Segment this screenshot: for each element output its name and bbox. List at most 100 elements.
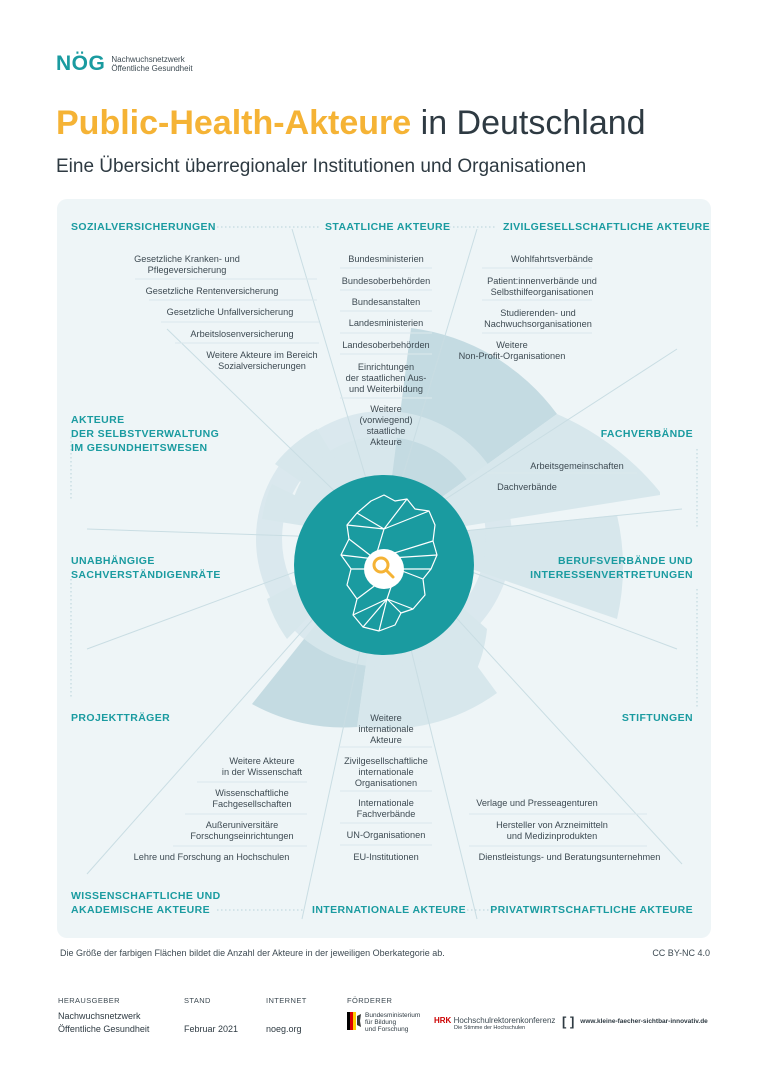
brackets-icon: [ ] <box>562 1014 575 1029</box>
meta-label: HERAUSGEBER <box>58 996 120 1005</box>
item-line: Weitere <box>370 713 402 723</box>
bmbf-logo: Bundesministerium für Bildung und Forsch… <box>347 1012 420 1033</box>
category-line: INTERESSENVERTRETUNGEN <box>530 569 693 581</box>
item-line: Fachverbände <box>356 809 416 819</box>
item-line: Arbeitslosenversicherung <box>190 329 294 339</box>
logo-text: Nachwuchsnetzwerk Öffentliche Gesundheit <box>111 55 192 73</box>
meta-value[interactable]: noeg.org <box>266 1024 302 1034</box>
category-stiftungen: STIFTUNGEN <box>621 712 693 724</box>
category-line: SACHVERSTÄNDIGENRÄTE <box>71 569 221 581</box>
item-separators <box>135 267 647 847</box>
item-line: Akteure <box>370 735 402 745</box>
hrk-name: Hochschulrektorenkonferenz <box>453 1016 556 1025</box>
item-line: Weitere Akteure im Bereich <box>206 350 318 360</box>
item-line: Lehre und Forschung an Hochschulen <box>133 852 290 862</box>
bmbf-line: und Forschung <box>365 1026 409 1033</box>
license: CC BY-NC 4.0 <box>652 948 710 958</box>
title-highlight: Public-Health-Akteure <box>56 104 412 142</box>
category-privatwirtschaftliche-akteure: PRIVATWIRTSCHAFTLICHE AKTEURE <box>490 904 693 916</box>
item-line: staatliche <box>366 426 406 436</box>
item-sozialversicherung: Arbeitslosenversicherung <box>167 329 317 340</box>
category-fachverbaende: FACHVERBÄNDE <box>600 428 693 440</box>
item-line: Bundesanstalten <box>351 297 421 307</box>
category-internationale-akteure: INTERNATIONALE AKTEURE <box>312 904 467 916</box>
category-line: IM GESUNDHEITSWESEN <box>71 442 208 454</box>
item-line: Arbeitsgemeinschaften <box>530 461 624 471</box>
item-line: Weitere Akteure <box>229 756 295 766</box>
category-line: UNABHÄNGIGE <box>71 555 155 567</box>
item-line: Non-Profit-Organisationen <box>458 351 566 361</box>
item-line: EU-Institutionen <box>353 852 419 862</box>
hrk-logo: HRK Hochschulrektorenkonferenz Die Stimm… <box>434 1016 555 1032</box>
meta-herausgeber: HERAUSGEBER Nachwuchsnetzwerk Öffentlich… <box>58 996 149 1036</box>
category-line: BERUFSVERBÄNDE UND <box>558 555 693 567</box>
noeg-logo: NÖG Nachwuchsnetzwerk Öffentliche Gesund… <box>56 52 193 76</box>
bmbf-line: Bundesministerium <box>365 1012 421 1019</box>
item-line: Patient:innenverbände und <box>487 276 597 286</box>
item-zivilgesellschaft: Wohlfahrtsverbände <box>477 254 627 265</box>
item-line: Dachverbände <box>497 482 557 492</box>
item-line: Forschungseinrichtungen <box>190 831 294 841</box>
item-staatliche: Bundesanstalten <box>326 297 446 308</box>
meta-label: INTERNET <box>266 996 307 1005</box>
item-line: Landesministerien <box>348 318 424 328</box>
item-line: UN-Organisationen <box>346 830 426 840</box>
item-line: Wissenschaftliche <box>215 788 289 798</box>
radial-diagram <box>70 226 698 920</box>
item-line: Einrichtungen <box>357 362 415 372</box>
item-line: und Medizinprodukten <box>506 831 598 841</box>
item-staatliche: Landesministerien <box>326 318 446 329</box>
item-line: Gesetzliche Unfallversicherung <box>166 307 294 317</box>
page-title: Public-Health-Akteure in Deutschland <box>56 104 646 143</box>
item-line: Zivilgesellschaftliche <box>344 756 428 766</box>
magnifier-icon <box>372 556 395 579</box>
meta-internet: INTERNET noeg.org <box>266 996 307 1036</box>
category-line: AKTEURE <box>71 414 125 426</box>
item-international: UN-Organisationen <box>326 830 446 841</box>
item-line: Gesetzliche Kranken- und <box>134 254 240 264</box>
hrk-title: HRK Hochschulrektorenkonferenz <box>434 1016 555 1025</box>
item-line: internationale <box>358 767 414 777</box>
item-fachverband: Arbeitsgemeinschaften <box>507 461 647 472</box>
item-line: Hersteller von Arzneimitteln <box>496 820 608 830</box>
item-sozialversicherung: Gesetzliche Unfallversicherung <box>145 307 315 318</box>
item-privatwirtschaft: Verlage und Presseagenturen <box>462 798 612 809</box>
item-line: der staatlichen Aus- <box>345 373 427 383</box>
logo-line-2: Öffentliche Gesundheit <box>111 64 193 73</box>
magnifier-badge <box>364 549 404 589</box>
title-rest: in Deutschland <box>411 104 646 142</box>
item-staatliche: Landesoberbehörden <box>326 340 446 351</box>
item-line: Nachwuchsorganisationen <box>484 319 592 329</box>
item-staatliche: Bundesoberbehörden <box>326 276 446 287</box>
page-subtitle: Eine Übersicht überregionaler Institutio… <box>56 156 587 177</box>
item-privatwirtschaft: Dienstleistungs- und Beratungsunternehme… <box>462 852 677 863</box>
item-line: Weitere <box>370 404 402 414</box>
item-line: Internationale <box>358 798 414 808</box>
meta-label: STAND <box>184 996 211 1005</box>
meta-stand: STAND Februar 2021 <box>184 996 238 1036</box>
category-line: DER SELBSTVERWALTUNG <box>71 428 220 440</box>
kleine-faecher-url[interactable]: www.kleine-faecher-sichtbar-innovativ.de <box>580 1018 708 1025</box>
item-sozialversicherung: Gesetzliche Rentenversicherung <box>127 286 297 297</box>
item-line: (vorwiegend) <box>359 415 413 425</box>
logo-line-1: Nachwuchsnetzwerk <box>111 55 185 64</box>
federal-eagle-icon <box>347 1012 361 1030</box>
item-line: Bundesministerien <box>348 254 424 264</box>
item-line: Selbsthilfeorganisationen <box>490 287 594 297</box>
item-line: und Weiterbildung <box>349 384 423 394</box>
category-sozialversicherungen: SOZIALVERSICHERUNGEN <box>71 221 216 233</box>
category-staatliche-akteure: STAATLICHE AKTEURE <box>325 221 451 233</box>
category-selbstverwaltung: AKTEURE DER SELBSTVERWALTUNG IM GESUNDHE… <box>71 413 219 455</box>
item-staatliche: Bundesministerien <box>326 254 446 265</box>
item-line: Akteure <box>370 437 402 447</box>
item-line: Bundesoberbehörden <box>341 276 431 286</box>
meta-value: Februar 2021 <box>184 1024 239 1034</box>
